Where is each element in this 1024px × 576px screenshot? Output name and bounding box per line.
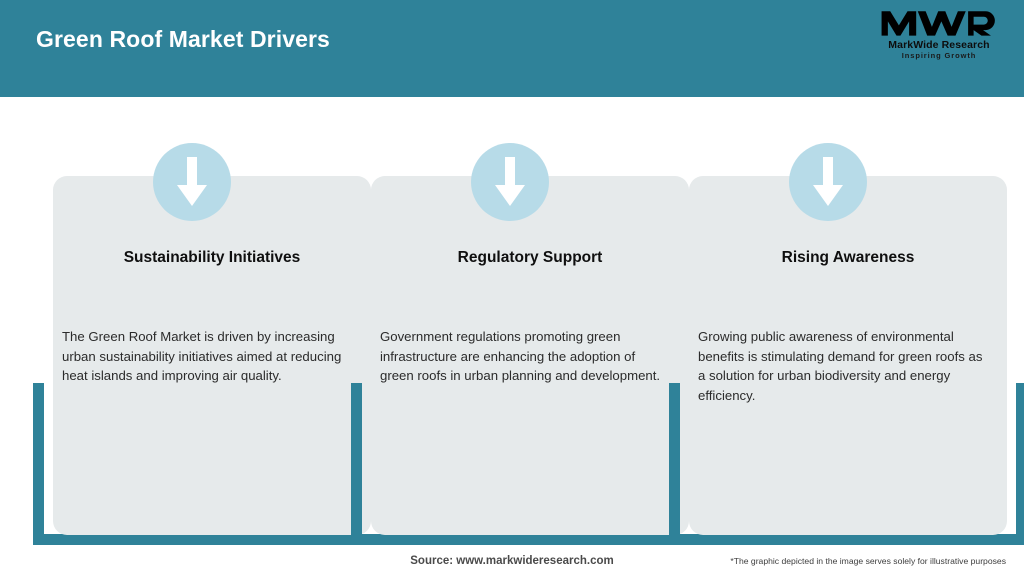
driver-card-2[interactable]: Regulatory Support Government regulation… [351,97,709,547]
card-title: Sustainability Initiatives [123,249,301,266]
logo-tagline: Inspiring Growth [901,51,977,60]
mwr-logo-icon [881,11,995,36]
drivers-card-group: Sustainability Initiatives The Green Roo… [0,97,1024,547]
card-body-text: Growing public awareness of environmenta… [698,329,983,403]
page-title: Green Roof Market Drivers [36,26,330,52]
card-panel [53,176,371,535]
driver-card-1[interactable]: Sustainability Initiatives The Green Roo… [33,97,391,547]
card-title: Rising Awareness [781,249,915,266]
card-panel [371,176,689,535]
arrow-down-icon [789,143,867,221]
card-frame-accent [669,383,1024,545]
arrow-down-icon [471,143,549,221]
driver-card-3[interactable]: Rising Awareness Growing public awarenes… [669,97,1024,547]
card-title: Regulatory Support [457,249,603,266]
logo: MarkWide Research Inspiring Growth [876,8,1002,70]
logo-company-name: MarkWide Research [888,39,990,51]
arrow-down-icon [153,143,231,221]
card-panel [689,176,1007,535]
card-body-text: Government regulations promoting green i… [380,329,661,383]
card-body-text: The Green Roof Market is driven by incre… [62,329,342,383]
source-label: Source: www.markwideresearch.com [410,555,614,567]
disclaimer-note: *The graphic depicted in the image serve… [730,556,1006,566]
header-band: Green Roof Market Drivers MarkWide Resea… [0,0,1024,97]
